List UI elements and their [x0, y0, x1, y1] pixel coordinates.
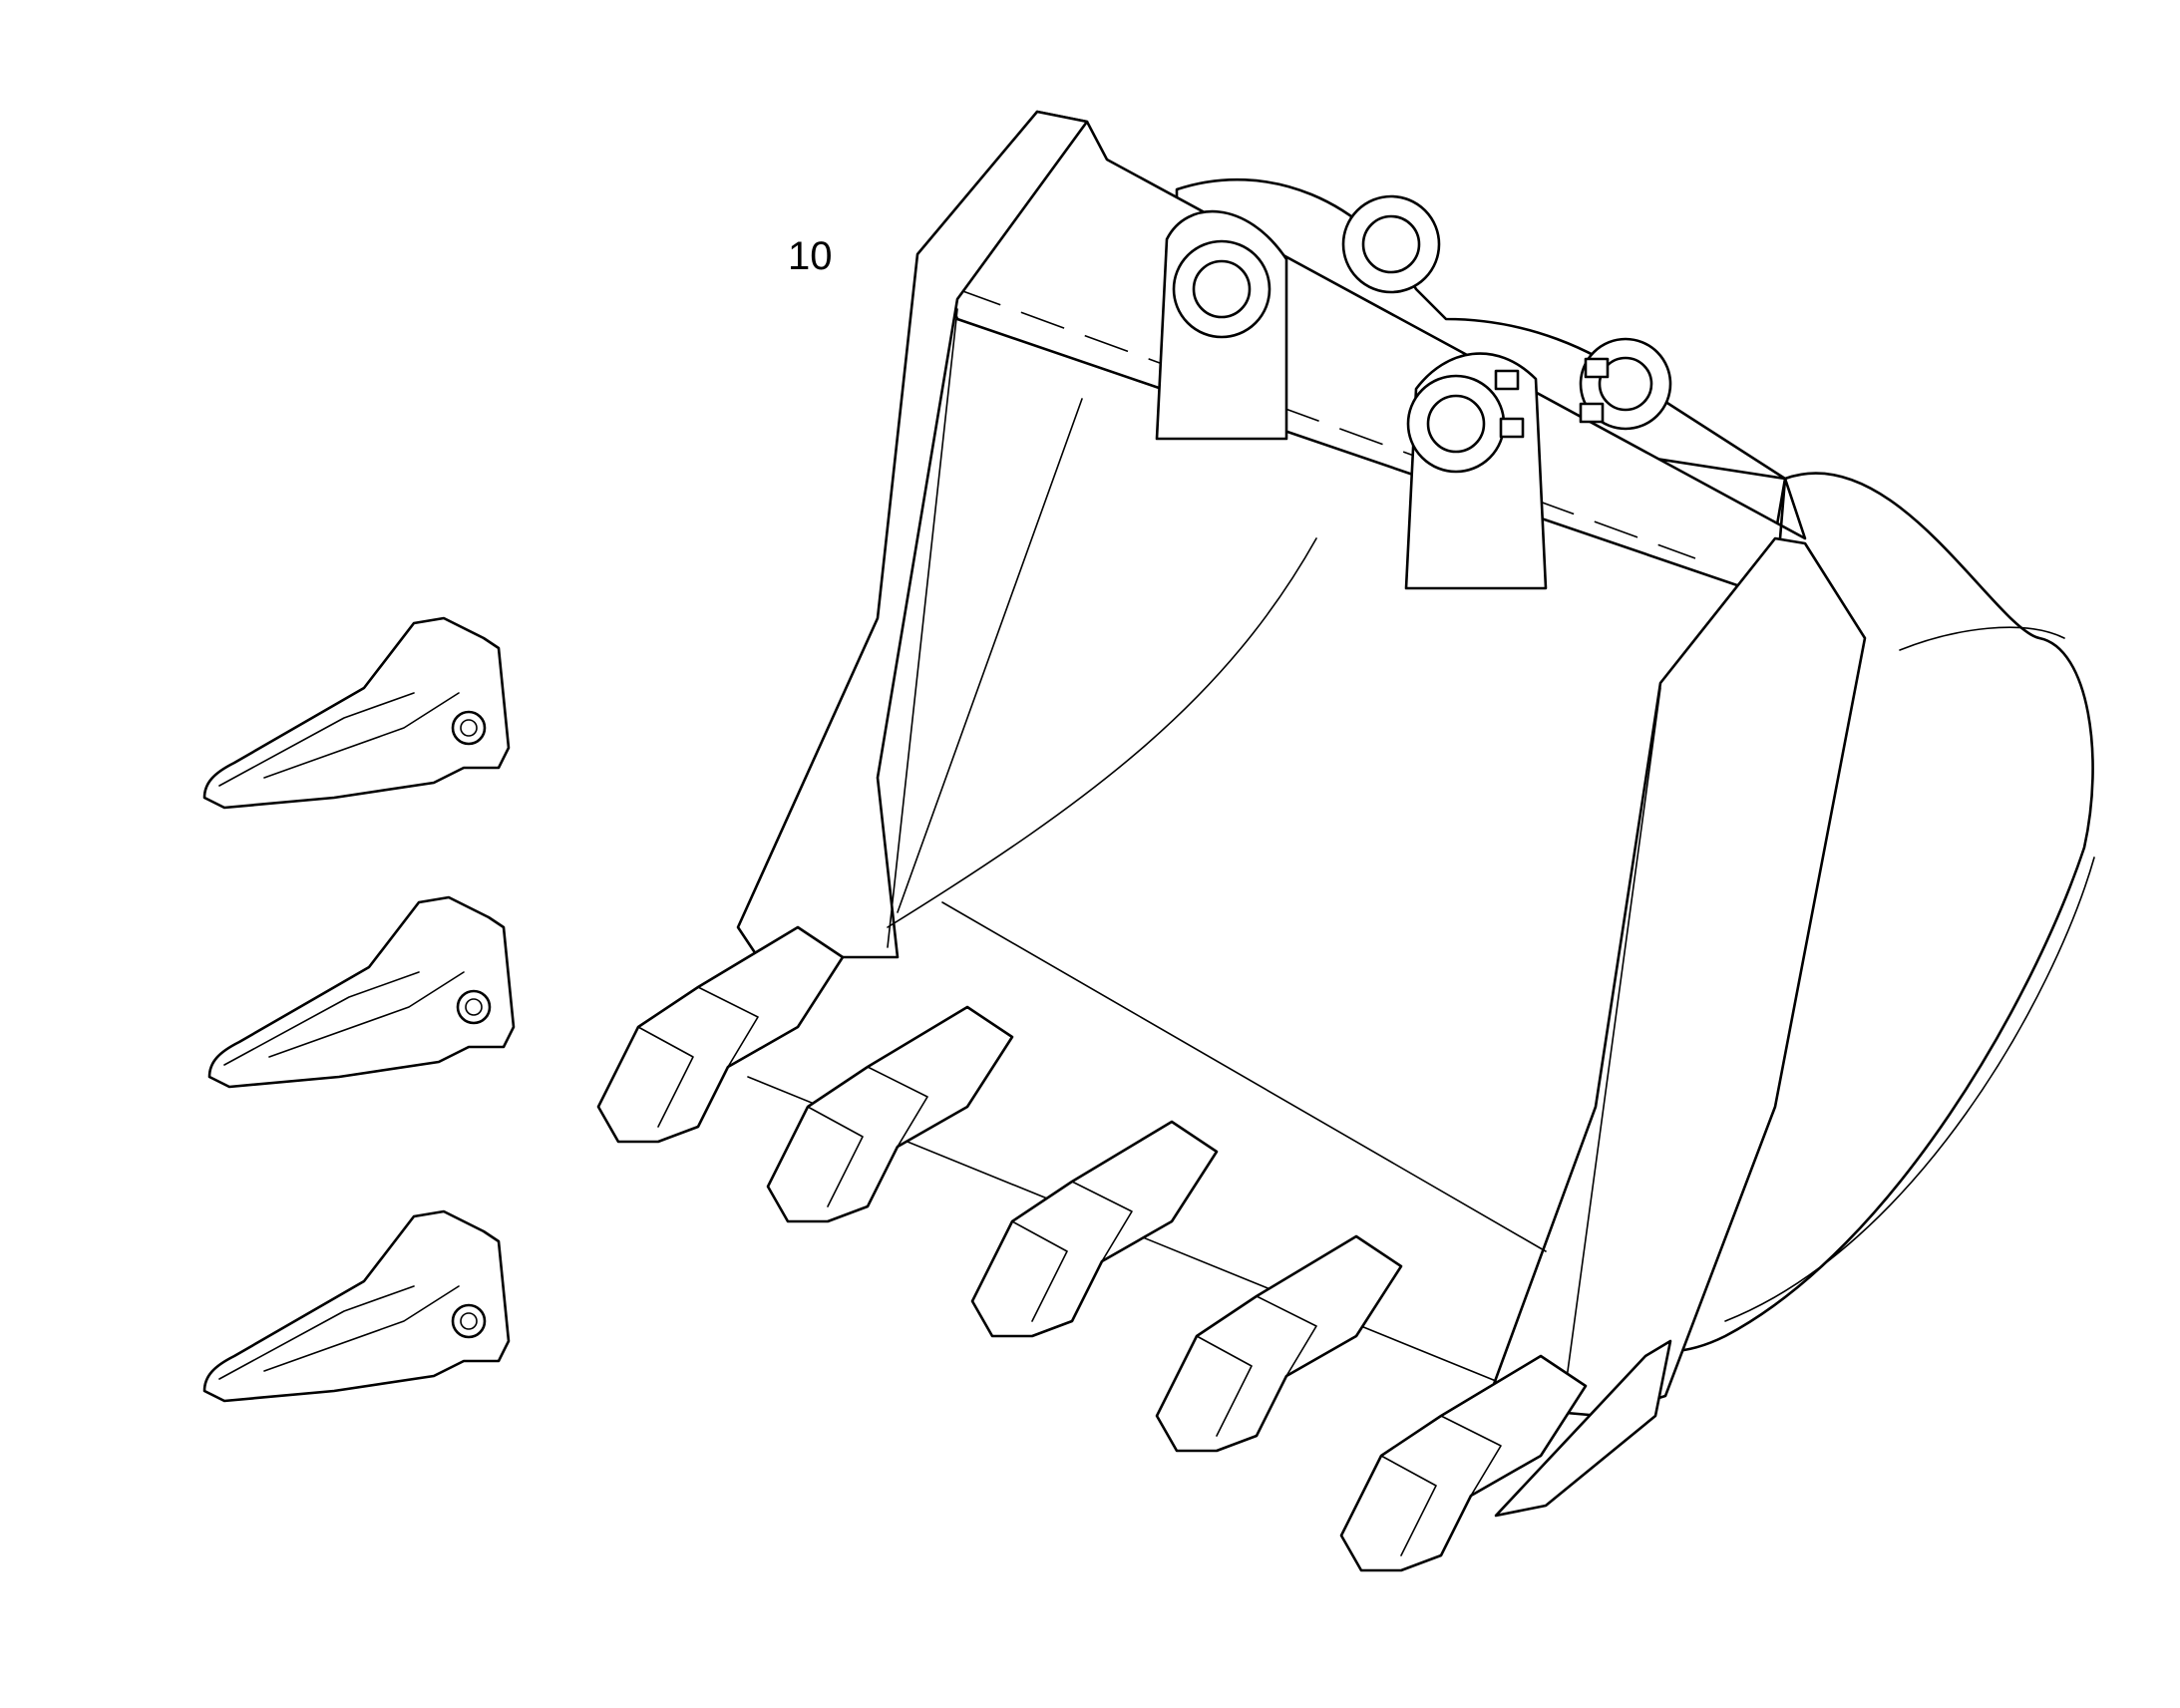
mounted-tooth-4 — [1155, 1234, 1403, 1453]
excavator-bucket — [736, 110, 2095, 1418]
loose-teeth — [202, 616, 516, 1403]
hinge-boss-right — [1404, 337, 1672, 590]
callout-label: 10 — [788, 234, 833, 278]
hinge-boss-left — [1155, 209, 1288, 441]
hinge-boss-mid — [1341, 194, 1441, 294]
left-side-plate — [736, 110, 1089, 959]
mounted-tooth-5 — [1339, 1354, 1588, 1572]
loose-tooth-3 — [202, 1209, 511, 1403]
mounted-tooth-3 — [970, 1120, 1219, 1338]
side-cutter — [1494, 1339, 1672, 1518]
loose-tooth-1 — [202, 616, 511, 810]
mounted-tooth-1 — [596, 925, 845, 1144]
mounted-tooth-2 — [766, 1005, 1014, 1223]
mounted-teeth — [596, 925, 1672, 1572]
right-side-plate — [1484, 536, 1867, 1418]
top-beam — [935, 110, 1807, 600]
loose-tooth-2 — [207, 895, 516, 1089]
